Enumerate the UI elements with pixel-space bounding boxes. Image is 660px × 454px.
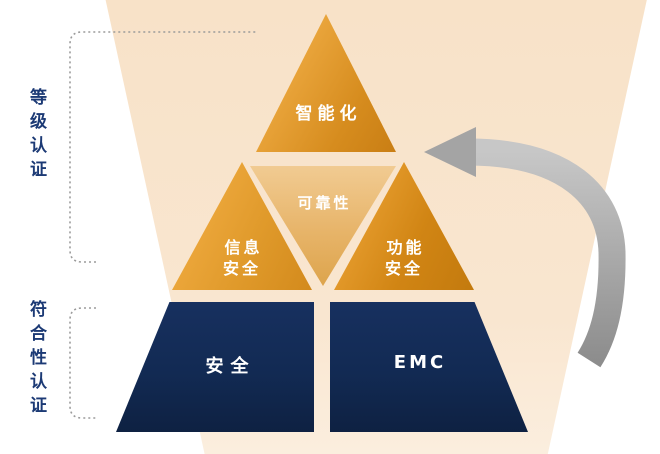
tier-label-intelligence: 智能化 [295,104,362,124]
tier-label-safety: 安全 [205,356,256,377]
label-conformity-certification: 符合性认证 [26,300,46,420]
tier-label-emc: EMC [393,352,447,373]
tier-label-functional-safety: 功能 安全 [384,238,425,279]
tier-label-reliability: 可靠性 [297,194,352,212]
label-level-certification: 等级认证 [26,88,46,184]
tier-label-information-security: 信息 安全 [222,238,263,279]
pyramid-tier-safety: 安全 [116,302,314,432]
conformity-certification-bracket-line [69,307,96,419]
